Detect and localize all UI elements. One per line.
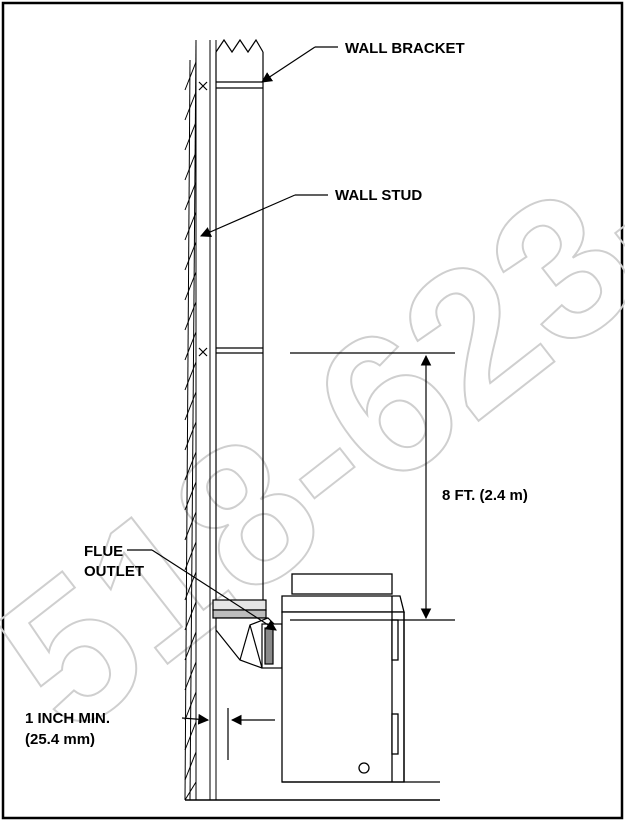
clearance-label-line2: (25.4 mm) [25, 731, 95, 748]
height-dimension [290, 352, 455, 621]
flue-outlet-leader [127, 549, 277, 631]
wall-stud-leader [200, 194, 328, 238]
flue-outlet-label-line1: FLUE [84, 543, 123, 560]
chimney-pipe [198, 38, 264, 600]
wall-bracket-label: WALL BRACKET [345, 40, 465, 57]
clearance-dimension [181, 708, 275, 760]
clearance-label-line1: 1 INCH MIN. [25, 710, 110, 727]
heater-appliance [281, 573, 440, 783]
wall-stud-label: WALL STUD [335, 187, 422, 204]
exterior-siding [184, 39, 197, 801]
wall-bracket-leader [261, 46, 338, 83]
height-dimension-label: 8 FT. (2.4 m) [442, 487, 528, 504]
flue-outlet-label-line2: OUTLET [84, 563, 144, 580]
